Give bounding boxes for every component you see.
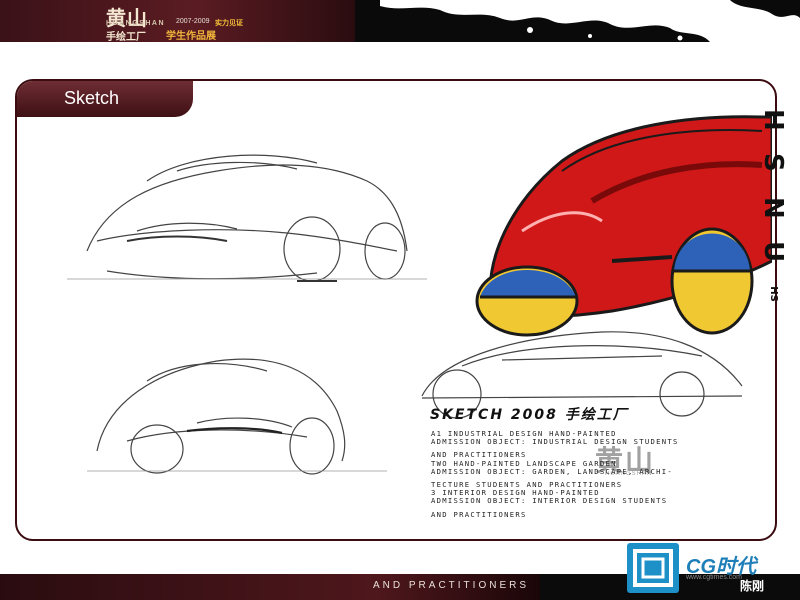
footer-maroon-strip <box>0 574 540 600</box>
brand-tag: 实力见证 <box>215 20 243 27</box>
sketch-card: Sketch <box>15 79 777 541</box>
brand-name-cn: 黄山 <box>106 6 148 30</box>
author-name: 陈刚 <box>740 579 765 593</box>
caption-line: ADMISSION OBJECT: INDUSTRIAL DESIGN STUD… <box>431 437 679 447</box>
cg-url: www.cgtimes.com <box>686 574 743 581</box>
side-letter: U <box>758 241 788 263</box>
ink-splash-icon <box>380 0 800 42</box>
caption-line: A1 INDUSTRIAL DESIGN HAND-PAINTED <box>431 429 617 438</box>
brand-panel: 黄山 HUANGSHAN 手绘工厂 2007-2009 实力见证 学生作品展 <box>0 0 355 42</box>
side-letter: N <box>758 197 788 219</box>
front-wheel <box>475 265 579 337</box>
car-sketch-front-view <box>67 154 427 282</box>
footer-text: AND PRACTITIONERS <box>373 580 530 591</box>
section-tab-label: Sketch <box>64 88 120 108</box>
section-tab[interactable]: Sketch <box>17 81 193 117</box>
side-mark: HS <box>768 286 779 302</box>
side-letter: S <box>758 153 788 172</box>
caption-line: AND PRACTITIONERS <box>431 509 527 519</box>
brand-years: 2007-2009 <box>176 18 210 25</box>
side-letter: H <box>758 109 788 131</box>
car-sketch-rear-view <box>87 358 387 475</box>
caption-line: 3 INTERIOR DESIGN HAND-PAINTED <box>431 488 600 498</box>
brand-exhibition: 学生作品展 <box>166 31 216 42</box>
caption-line: ADMISSION OBJECT: GARDEN, LANDSCAPE, ARC… <box>431 466 673 476</box>
side-lettering: H S N U HS <box>758 96 788 316</box>
rear-wheel <box>670 227 754 335</box>
brand-subtitle: 手绘工厂 <box>106 32 146 42</box>
top-header-bar: 黄山 HUANGSHAN 手绘工厂 2007-2009 实力见证 学生作品展 <box>0 0 800 42</box>
cg-logo-icon <box>627 543 679 593</box>
car-sketch-side-view <box>421 331 743 419</box>
bottom-footer-bar: AND PRACTITIONERS <box>0 574 800 600</box>
caption-line: TECTURE STUDENTS AND PRACTITIONERS <box>431 480 623 490</box>
cg-logo-text: CG时代 <box>686 556 756 578</box>
caption-line: ADMISSION OBJECT: INTERIOR DESIGN STUDEN… <box>431 496 668 506</box>
caption-description: A1 INDUSTRIAL DESIGN HAND-PAINTED ADMISS… <box>431 429 731 519</box>
watermark-cn: 黄山 <box>595 444 656 477</box>
caption-line: AND PRACTITIONERS <box>431 450 527 460</box>
watermark-en: HUANGSHAN <box>605 471 653 477</box>
car-marker-render <box>475 115 772 337</box>
brand-name-en: HUANGSHAN <box>106 20 165 27</box>
caption-title: SKETCH 2008 手绘工厂 <box>430 407 629 423</box>
caption-line: TWO HAND-PAINTED LANDSCAPE GARDEN <box>431 458 617 468</box>
